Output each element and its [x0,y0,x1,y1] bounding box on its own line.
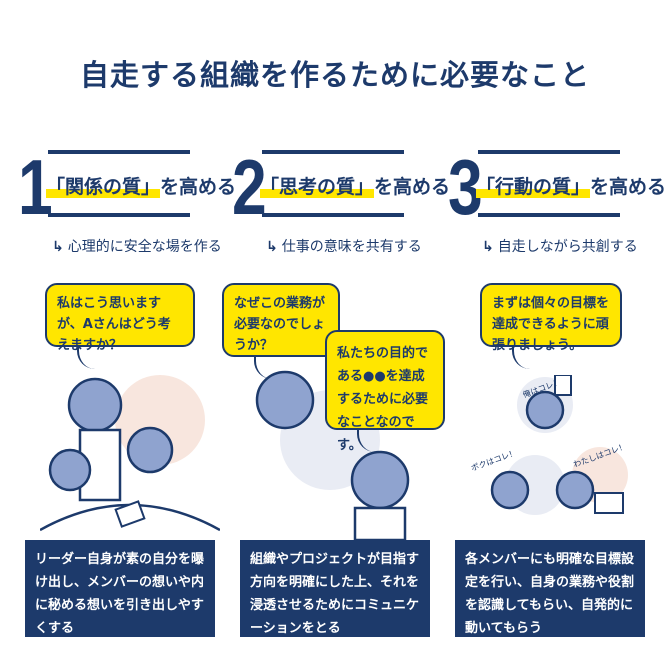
divider [262,213,404,217]
divider [48,213,190,217]
divider [262,150,404,154]
speech-bubble: なぜこの業務が必要なのでしょうか？ [222,283,340,379]
section-subheading: ↳仕事の意味を共有する [266,239,422,255]
illustration-team-members [490,375,628,515]
divider [48,150,190,154]
speech-bubble: 私はこう思いますが、Aさんはどう考えますか？ [45,283,195,369]
description-box: 各メンバーにも明確な目標設定を行い、自身の業務や役割を認識してもらい、自発的に動… [455,540,645,637]
section-heading: 「関係の質」を高める [46,176,237,198]
divider [478,213,620,217]
page-title: 自走する組織を作るために必要なこと [79,58,590,92]
divider [478,150,620,154]
description-box: リーダー自身が素の自分を曝け出し、メンバーの想いや内に秘める想いを引き出しやすく… [25,540,215,637]
speech-bubble: 私たちの目的である●●を達成するために必要なことなのです。 [325,330,445,453]
section-subheading: ↳心理的に安全な場を作る [52,239,222,255]
arrow-icon: ↳ [482,239,494,255]
illustration-team-meeting [40,375,220,532]
arrow-icon: ↳ [266,239,278,255]
arrow-icon: ↳ [52,239,64,255]
section-subheading: ↳自走しながら共創する [482,239,638,255]
description-box: 組織やプロジェクトが目指す方向を明確にした上、それを浸透させるためにコミュニケー… [240,540,430,637]
section-heading: 「思考の質」を高める [260,176,451,198]
section-heading: 「行動の質」を高める [476,176,667,198]
speech-bubble: まずは個々の目標を達成できるように頑張りましょう。 [480,283,622,369]
